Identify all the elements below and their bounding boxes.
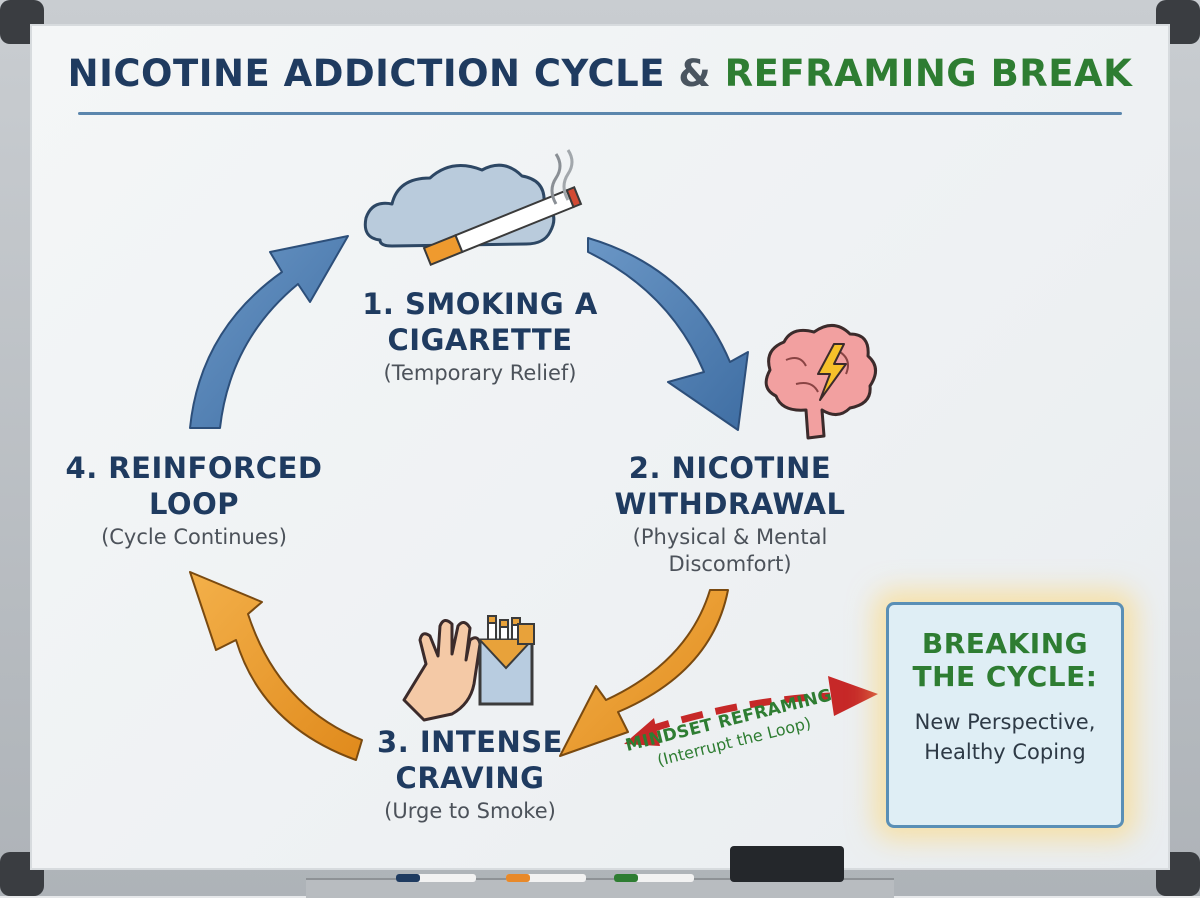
stage-3-heading-line1: 3. INTENSE <box>377 725 563 759</box>
blue-marker[interactable] <box>396 874 476 882</box>
stage-2-subtitle-line1: (Physical & Mental <box>632 525 828 549</box>
breaking-cycle-box: BREAKING THE CYCLE: New Perspective, Hea… <box>886 602 1124 828</box>
break-text-line1: New Perspective, <box>914 710 1096 734</box>
stage-smoking: 1. SMOKING A CIGARETTE (Temporary Relief… <box>330 286 630 387</box>
arrow-loop-to-smoking <box>189 235 349 429</box>
arrow-craving-to-loop <box>189 571 363 761</box>
eraser[interactable] <box>730 846 844 882</box>
stage-1-heading-line2: CIGARETTE <box>387 323 573 357</box>
title-part1: NICOTINE ADDICTION CYCLE <box>67 52 666 95</box>
stage-3-heading-line2: CRAVING <box>395 761 545 795</box>
stage-4-heading-line2: LOOP <box>148 487 239 521</box>
brain-icon <box>764 324 877 440</box>
arrow-smoking-to-withdrawal <box>587 237 749 431</box>
title-part2: REFRAMING BREAK <box>724 52 1133 95</box>
title-underline <box>78 112 1122 115</box>
stage-2-heading-line1: 2. NICOTINE <box>628 451 832 485</box>
break-heading-line1: BREAKING <box>921 627 1089 660</box>
green-marker[interactable] <box>614 874 694 882</box>
stage-4-subtitle: (Cycle Continues) <box>101 525 287 549</box>
stage-2-heading-line2: WITHDRAWAL <box>614 487 846 521</box>
orange-marker[interactable] <box>506 874 586 882</box>
stage-craving: 3. INTENSE CRAVING (Urge to Smoke) <box>320 724 620 825</box>
title-ampersand: & <box>678 52 712 95</box>
marker-tray <box>306 878 894 898</box>
stage-withdrawal: 2. NICOTINE WITHDRAWAL (Physical & Menta… <box>580 450 880 578</box>
cigarette-icon <box>422 149 583 266</box>
arrow-withdrawal-to-craving <box>559 589 729 757</box>
stage-1-subtitle: (Temporary Relief) <box>383 361 577 385</box>
reframing-dashed-arrow <box>624 676 878 746</box>
stage-loop: 4. REINFORCED LOOP (Cycle Continues) <box>44 450 344 551</box>
stage-4-heading-line1: 4. REINFORCED <box>65 451 323 485</box>
stage-2-subtitle-line2: Discomfort) <box>668 552 792 576</box>
break-heading-line2: THE CYCLE: <box>912 660 1098 693</box>
cigarette-pack-icon <box>478 615 535 706</box>
lightning-icon <box>817 343 847 401</box>
diagram-title: NICOTINE ADDICTION CYCLE & REFRAMING BRE… <box>0 52 1200 95</box>
hand-icon <box>402 619 482 722</box>
break-text-line2: Healthy Coping <box>924 740 1086 764</box>
stage-3-subtitle: (Urge to Smoke) <box>384 799 556 823</box>
stage-1-heading-line1: 1. SMOKING A <box>362 287 598 321</box>
